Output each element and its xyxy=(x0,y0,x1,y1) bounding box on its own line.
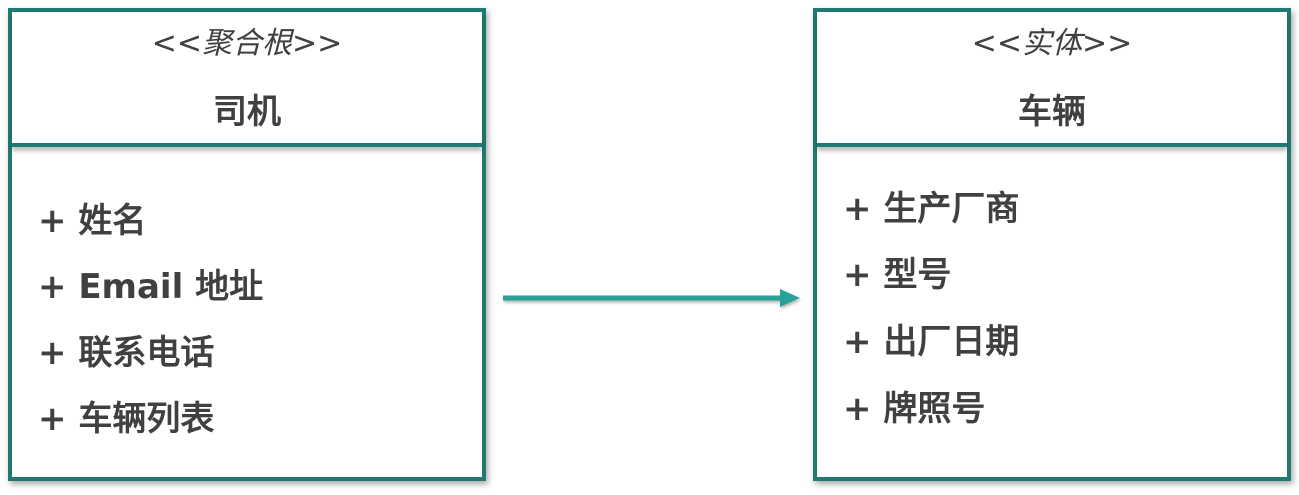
arrow-head xyxy=(780,289,800,307)
driver-attribute-email: + Email 地址 xyxy=(38,267,264,307)
vehicle-attribute-manufacture-date: + 出厂日期 xyxy=(843,322,1020,362)
driver-class-header: <<聚合根>> 司机 xyxy=(12,12,482,147)
driver-stereotype: <<聚合根>> xyxy=(151,26,343,61)
vehicle-attribute-plate-number: + 牌照号 xyxy=(843,389,986,429)
vehicle-attribute-model: + 型号 xyxy=(843,255,952,295)
driver-class-box: <<聚合根>> 司机 + 姓名 + Email 地址 + 联系电话 + 车辆列表 xyxy=(8,8,486,481)
vehicle-class-box: <<实体>> 车辆 + 生产厂商 + 型号 + 出厂日期 + 牌照号 xyxy=(813,8,1291,481)
vehicle-attribute-manufacturer: + 生产厂商 xyxy=(843,189,1020,229)
driver-attribute-phone: + 联系电话 xyxy=(38,333,215,373)
vehicle-stereotype: <<实体>> xyxy=(971,26,1133,61)
driver-class-name: 司机 xyxy=(213,92,281,132)
driver-attribute-name: + 姓名 xyxy=(38,201,147,241)
vehicle-class-header: <<实体>> 车辆 xyxy=(817,12,1287,147)
vehicle-class-name: 车辆 xyxy=(1018,92,1086,132)
association-arrow xyxy=(503,289,800,307)
driver-attribute-vehicles: + 车辆列表 xyxy=(38,399,215,439)
